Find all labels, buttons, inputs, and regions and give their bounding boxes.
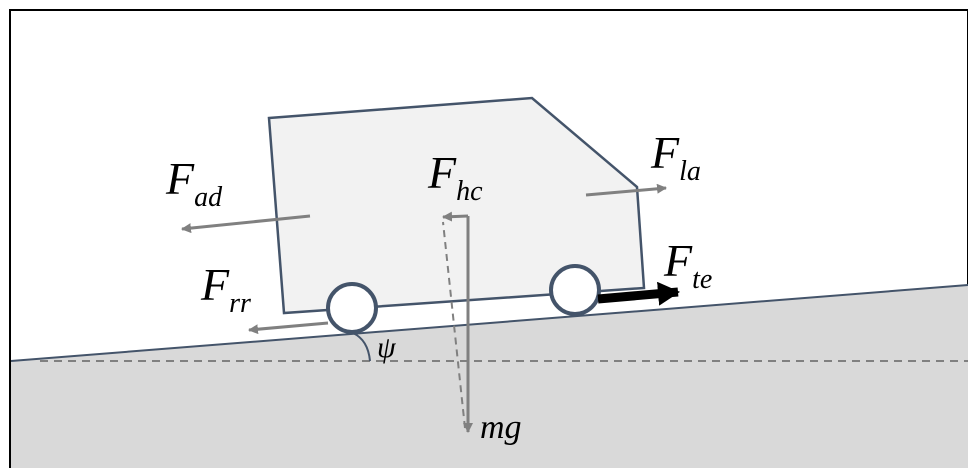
angle-arc <box>352 332 371 362</box>
linear-acceleration-arrow <box>585 183 667 197</box>
vehicle-body <box>267 96 646 315</box>
label-rolling-resistance: Frr <box>200 259 251 319</box>
label-traction: Fte <box>663 235 712 295</box>
aero-drag-arrow <box>181 214 311 234</box>
ground-surface-line <box>10 284 968 362</box>
label-angle: ψ <box>377 331 397 364</box>
label-linear-acceleration: Fla <box>650 127 701 187</box>
label-aero-drag: Fad <box>165 153 223 213</box>
inclined-ground <box>11 285 968 468</box>
front-wheel <box>549 264 601 316</box>
label-hill-climbing: Fhc <box>427 147 483 207</box>
weight-component-dashed <box>442 221 466 429</box>
rolling-resistance-arrow <box>248 321 329 335</box>
label-weight: mg <box>480 409 522 446</box>
traction-arrow <box>597 281 680 306</box>
rear-wheel <box>326 282 378 334</box>
hill-climbing-arrow <box>442 211 469 222</box>
